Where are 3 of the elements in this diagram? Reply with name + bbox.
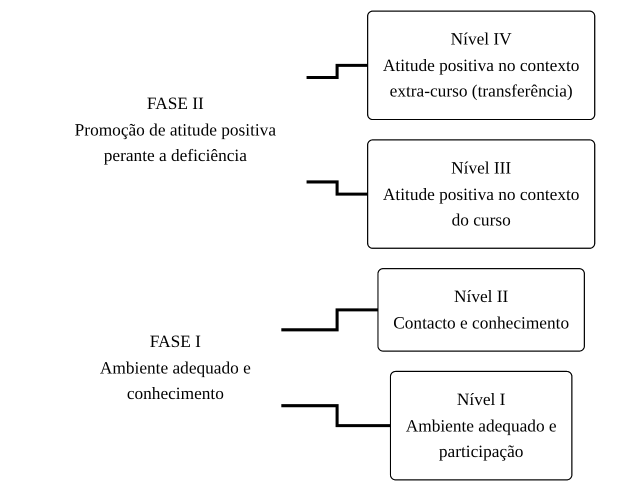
diagram: FASE II Promoção de atitude positiva perante a deficiência Nível IV Atitude positiva no contexto extra-curso (transferência) Nível III Atitude positiva no contexto do curso FASE I Ambiente adequado e conhecimento Nível II Contacto e conhecimento Nível I Ambiente adequado e participação [36,3,602,488]
node-text: FASE II Promoção de atitude positiva perante a deficiência [74,94,276,166]
node-text: FASE I Ambiente adequado e conhecimento [99,332,250,404]
